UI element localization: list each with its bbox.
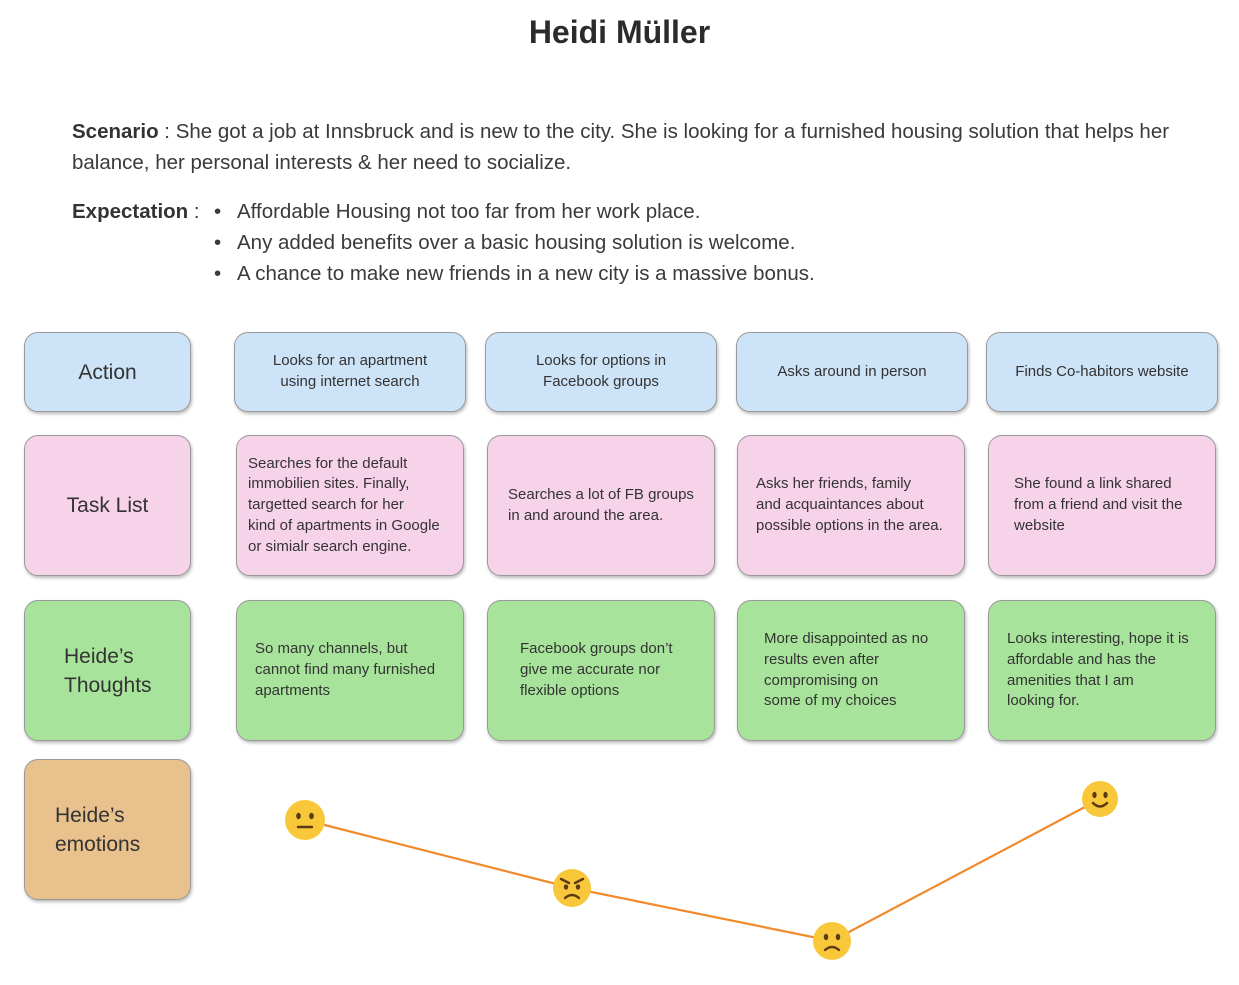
task-list-label-text: Task List (66, 494, 149, 517)
task-card-text: Asks her friends, family and acquaintanc… (756, 475, 943, 534)
task-card-text: She found a link shared from a friend an… (1014, 475, 1183, 534)
action-card: Looks for options in Facebook groups (485, 332, 717, 412)
task-card: Searches for the default immobilien site… (236, 435, 464, 576)
expectation-separator: : (188, 200, 200, 223)
frowning-face-icon (813, 922, 851, 960)
task-list-row-label: Task List (24, 435, 191, 576)
scenario-body: She got a job at Innsbruck and is new to… (72, 120, 1170, 174)
thought-card: Looks interesting, hope it is affordable… (988, 600, 1216, 741)
emotion-line (304, 798, 1101, 943)
expectation-item: Any added benefits over a basic housing … (214, 227, 1114, 258)
thought-card: So many channels, but cannot find many f… (236, 600, 464, 741)
page-title: Heidi Müller (528, 14, 711, 50)
expectation-item: A chance to make new friends in a new ci… (214, 258, 1114, 289)
action-card-text: Looks for options in Facebook groups (535, 352, 667, 390)
emotions-row-label: Heide’s emotions (24, 759, 191, 900)
task-card: Searches a lot of FB groups in and aroun… (487, 435, 715, 576)
emotions-label-text: Heide’s emotions (55, 803, 141, 856)
expectation-label: Expectation (72, 200, 189, 223)
smiling-face-icon (1082, 781, 1118, 817)
action-card-text: Looks for an apartment using internet se… (272, 352, 428, 390)
task-card-text: Searches a lot of FB groups in and aroun… (508, 485, 694, 524)
action-card: Finds Co-habitors website (986, 332, 1218, 412)
expectation-item: Affordable Housing not too far from her … (214, 196, 1114, 227)
action-row-label: Action (24, 332, 191, 412)
thought-card: More disappointed as no results even aft… (737, 600, 965, 741)
task-card-text: Searches for the default immobilien site… (248, 454, 440, 555)
thought-card-text: Looks interesting, hope it is affordable… (1007, 629, 1189, 710)
angry-face-icon (553, 869, 591, 907)
thought-card-text: So many channels, but cannot find many f… (255, 640, 436, 699)
scenario-separator: : (158, 120, 176, 143)
action-label-text: Action (78, 360, 137, 384)
neutral-face-icon (285, 800, 325, 840)
scenario-text: Scenario : She got a job at Innsbruck an… (72, 116, 1182, 178)
scenario-label: Scenario (72, 120, 159, 143)
thought-card: Facebook groups don’t give me accurate n… (487, 600, 715, 741)
thought-card-text: More disappointed as no results even aft… (764, 629, 929, 710)
task-card: Asks her friends, family and acquaintanc… (737, 435, 965, 576)
action-card-text: Asks around in person (777, 362, 927, 380)
expectation-list: Affordable Housing not too far from her … (214, 196, 1114, 289)
expectation-heading: Expectation : (72, 196, 200, 227)
thoughts-row-label: Heide’s Thoughts (24, 600, 191, 741)
action-card-text: Finds Co-habitors website (1015, 362, 1189, 380)
thoughts-label-text: Heide’s Thoughts (64, 644, 152, 697)
thought-card-text: Facebook groups don’t give me accurate n… (520, 640, 673, 699)
action-card: Looks for an apartment using internet se… (234, 332, 466, 412)
task-card: She found a link shared from a friend an… (988, 435, 1216, 576)
action-card: Asks around in person (736, 332, 968, 412)
